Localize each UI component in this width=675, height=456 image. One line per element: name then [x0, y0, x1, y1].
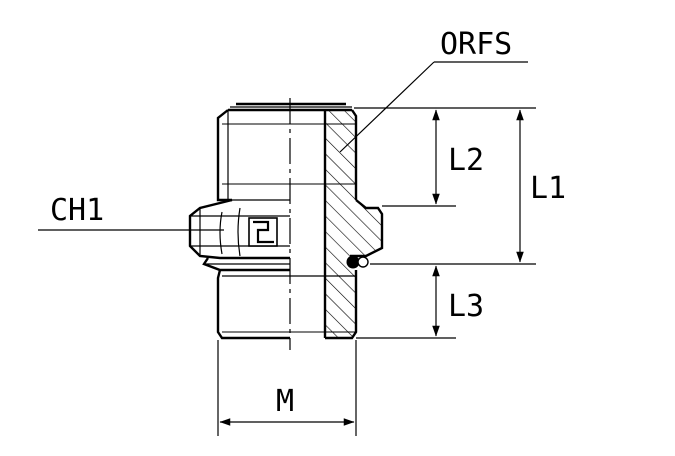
dimensions	[38, 61, 536, 436]
l3-label: L3	[448, 289, 484, 324]
l2-label: L2	[448, 143, 484, 178]
seal-face	[230, 102, 352, 108]
section-hatch	[325, 110, 382, 338]
l1-label: L1	[530, 171, 566, 206]
o-ring	[346, 255, 369, 269]
orfs-label: ORFS	[440, 27, 512, 62]
manufacturer-logo-mark-icon	[248, 217, 278, 247]
ch1-label: CH1	[50, 193, 104, 228]
m-label: M	[276, 384, 294, 419]
